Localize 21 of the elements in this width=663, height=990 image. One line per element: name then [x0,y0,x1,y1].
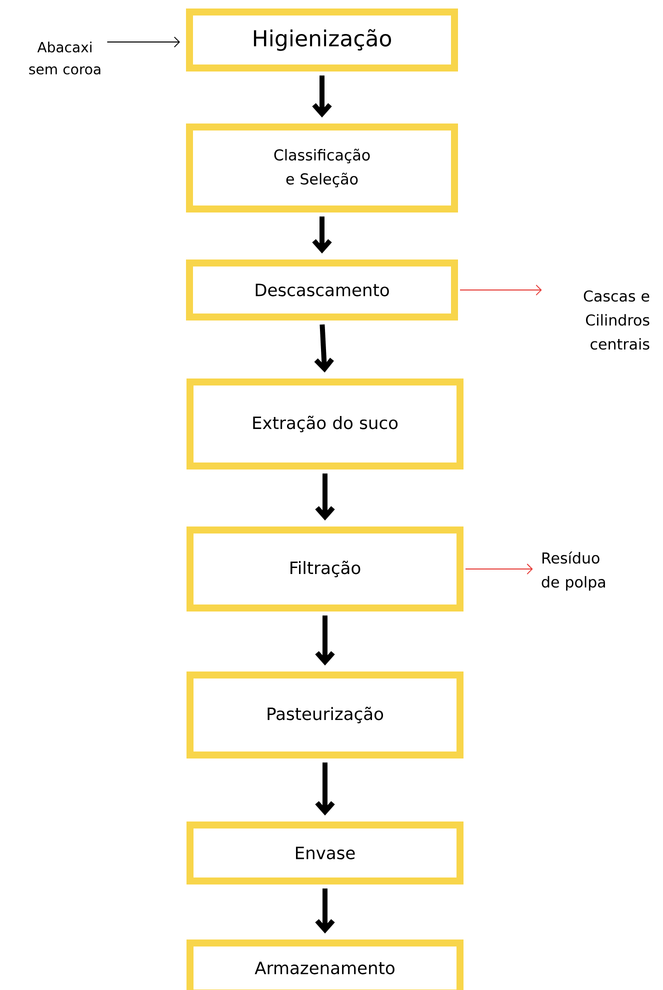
process-box: Filtração [186,526,464,612]
arrow [315,616,335,666]
process-box: Pasteurização [186,672,464,758]
text-label: Cascas e Cilindros centrais [584,290,650,350]
text-label: Resíduo de polpa [542,551,605,591]
text-label: Abacaxi sem coroa [29,42,100,74]
arrow [106,36,180,48]
process-box: Descascamento [186,260,458,320]
arrow [315,888,335,934]
process-box: Classificação e Seleção [186,124,458,212]
process-box: Higienização [186,8,458,72]
arrow [312,216,332,254]
process-box: Armazenamento [186,940,464,990]
process-box: Extração do suco [186,378,464,470]
arrow [315,474,335,520]
arrow [314,324,334,373]
arrow [312,76,332,118]
arrow [315,762,335,816]
arrow [460,284,542,296]
arrow [465,564,533,574]
process-box: Envase [186,822,464,884]
